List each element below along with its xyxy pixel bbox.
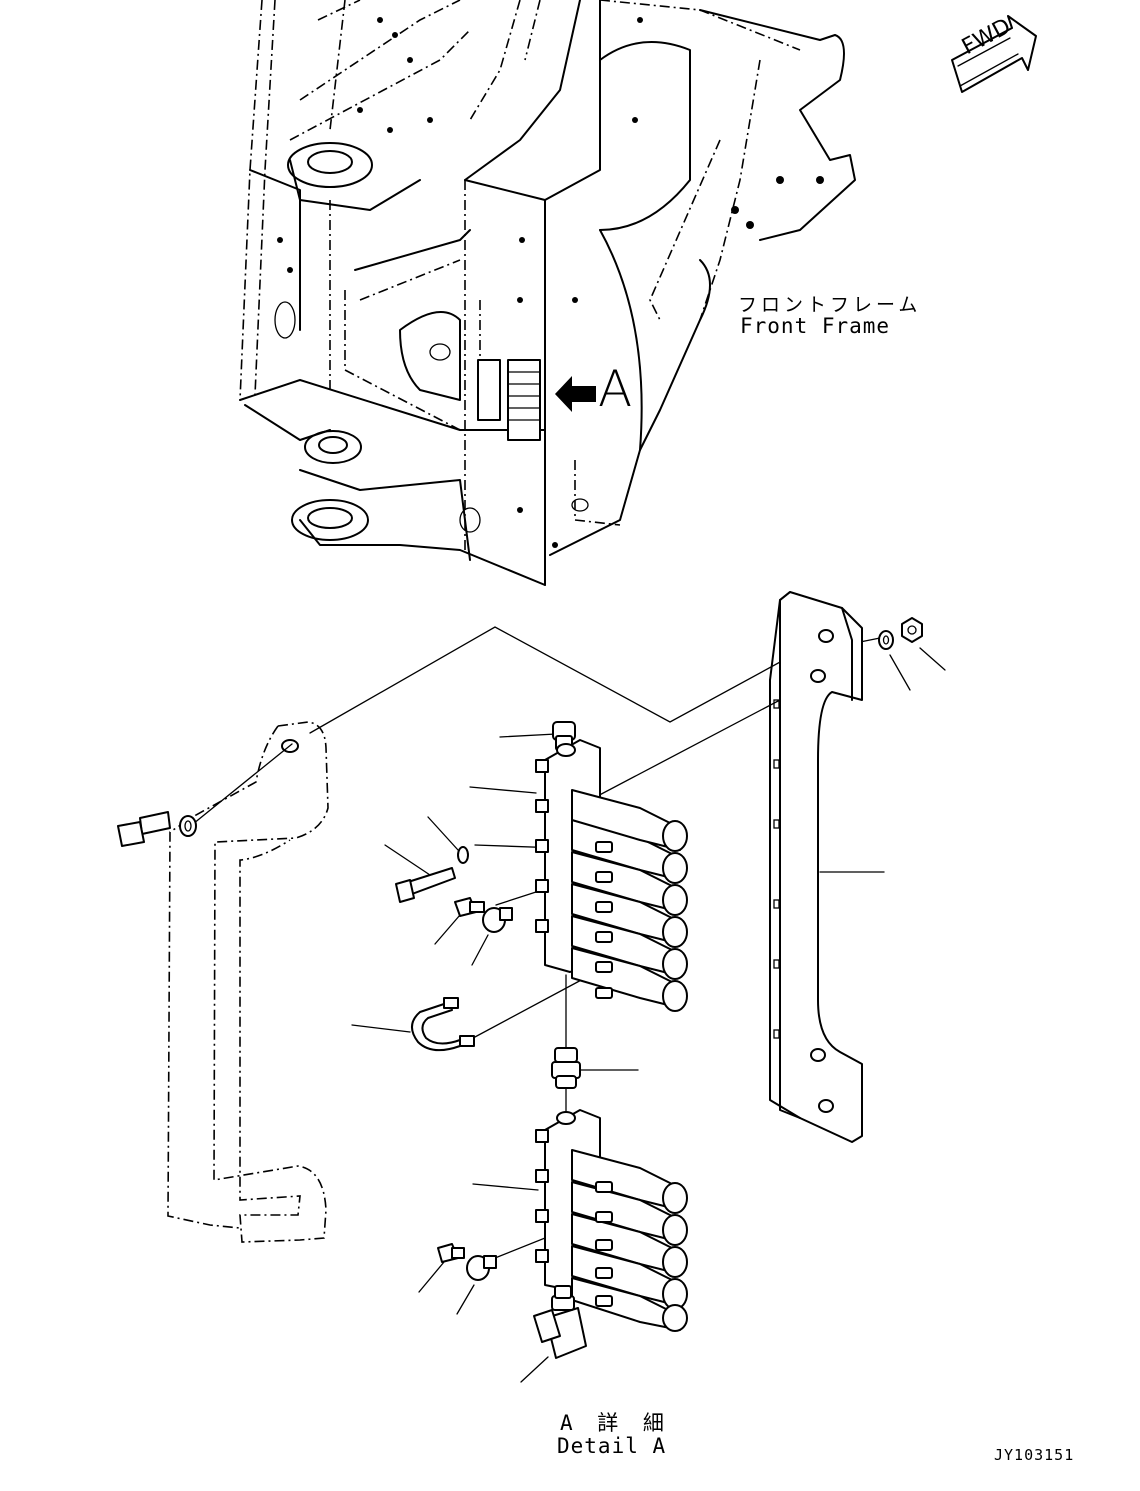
bolt-valve [395, 846, 469, 903]
bracket-left [167, 721, 329, 1243]
detail-label-en: Detail A [557, 1434, 667, 1458]
callout-leaders [351, 647, 946, 1383]
grease-nipple-upper [454, 897, 485, 917]
elbow-fitting-bottom [533, 1285, 587, 1359]
bolt-left [117, 811, 197, 847]
elbow-fitting-upper [482, 907, 513, 933]
front-frame-label-jp: フロントフレーム [738, 294, 922, 316]
drawing-code: JY103151 [994, 1446, 1075, 1464]
u-bolt [411, 997, 475, 1052]
grease-nipple-lower [437, 1243, 465, 1263]
view-arrow-letter: A [598, 360, 633, 418]
front-frame-label-en: Front Frame [740, 314, 891, 338]
nut-washer-right [878, 617, 923, 650]
mounting-plate-right [769, 591, 863, 1143]
front-frame-illustration [239, 0, 856, 586]
outlet-cylinders-lower [571, 1149, 688, 1332]
fwd-arrow-icon [951, 15, 1037, 93]
outlet-cylinders-upper [571, 789, 688, 1012]
connector-nipple [551, 1047, 581, 1089]
elbow-fitting-lower [466, 1255, 497, 1281]
view-arrow-icon [555, 376, 596, 412]
detail-label-jp: A 詳 細 [560, 1411, 670, 1435]
